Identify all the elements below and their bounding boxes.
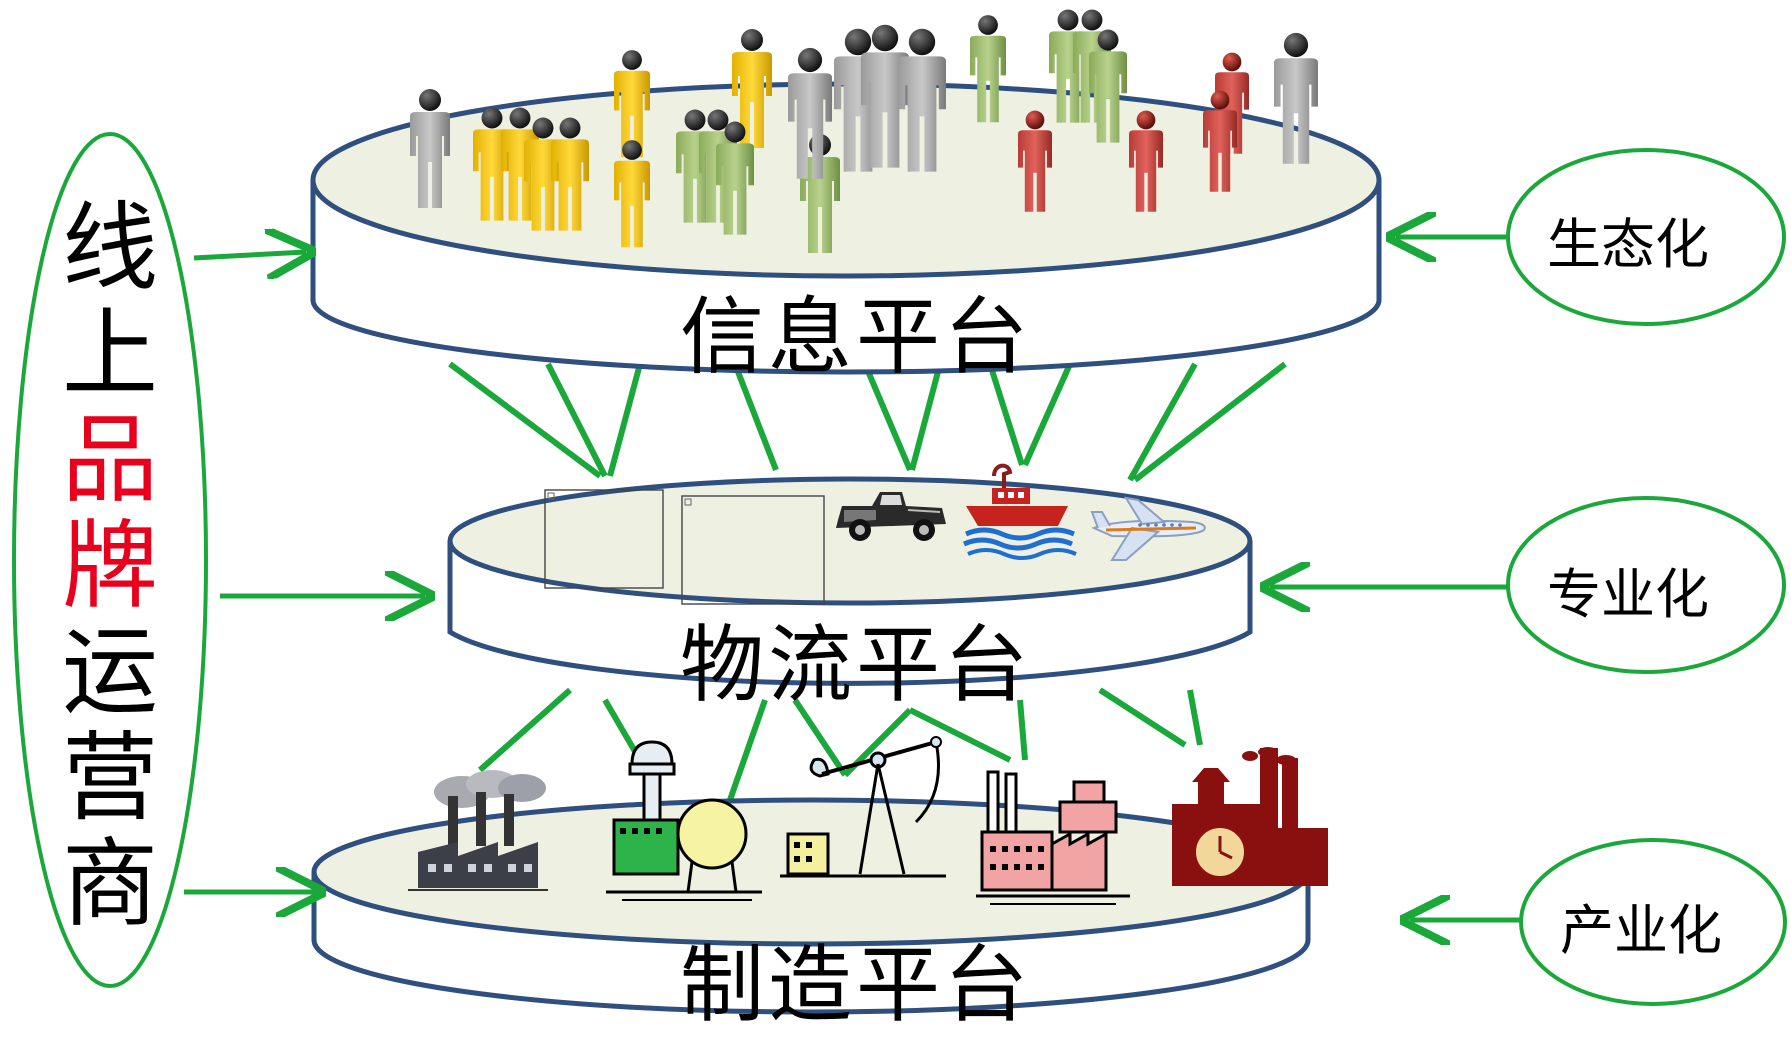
broken-image-placeholder-1 bbox=[544, 489, 664, 589]
connector-lines bbox=[448, 361, 1287, 801]
person-icon bbox=[788, 47, 832, 179]
person-icon bbox=[898, 28, 946, 172]
person-icon bbox=[861, 24, 909, 168]
info-platform-label: 信息平台 bbox=[680, 288, 1033, 386]
brand-operator-char: 运 bbox=[62, 616, 158, 728]
arrows bbox=[184, 237, 1521, 920]
brand-operator-oval bbox=[12, 132, 208, 988]
broken-image-placeholder-2 bbox=[681, 495, 825, 605]
refinery-icon bbox=[606, 740, 762, 901]
person-icon bbox=[834, 28, 882, 172]
person-icon bbox=[614, 50, 650, 158]
specialization-label: 专业化 bbox=[1547, 563, 1709, 626]
person-icon bbox=[1018, 110, 1052, 212]
person-icon bbox=[716, 121, 754, 235]
brand-operator-char: 上 bbox=[62, 298, 158, 410]
brand-operator-char: 品 bbox=[62, 404, 158, 516]
person-icon bbox=[410, 89, 450, 208]
brick-factory-icon bbox=[976, 770, 1130, 905]
manufacturing-platform-label: 制造平台 bbox=[680, 936, 1033, 1034]
airplane-icon bbox=[1090, 496, 1206, 561]
person-icon bbox=[551, 117, 589, 231]
brand-operator-char: 牌 bbox=[62, 510, 158, 622]
people-icons bbox=[410, 9, 1318, 253]
person-icon bbox=[1129, 110, 1163, 212]
industrialization-label: 产业化 bbox=[1560, 899, 1722, 962]
clock-factory-icon bbox=[1172, 747, 1328, 886]
person-icon bbox=[1274, 32, 1318, 164]
brand-operator-char: 线 bbox=[62, 192, 158, 304]
oil-pump-icon bbox=[780, 736, 946, 878]
person-icon bbox=[970, 15, 1006, 123]
person-icon bbox=[614, 140, 650, 248]
brand-operator-char: 商 bbox=[62, 828, 158, 940]
smoking-factory-icon bbox=[408, 770, 548, 891]
ecology-label: 生态化 bbox=[1547, 213, 1709, 276]
person-icon bbox=[732, 29, 772, 148]
logistics-platform-label: 物流平台 bbox=[680, 616, 1033, 714]
person-icon bbox=[1203, 90, 1237, 192]
person-icon bbox=[1089, 29, 1127, 143]
truck-icon bbox=[836, 492, 946, 541]
brand-operator-char: 营 bbox=[62, 722, 158, 834]
ship-icon bbox=[962, 463, 1077, 560]
brand-operator-label: 线上品牌运营商 bbox=[55, 195, 165, 937]
